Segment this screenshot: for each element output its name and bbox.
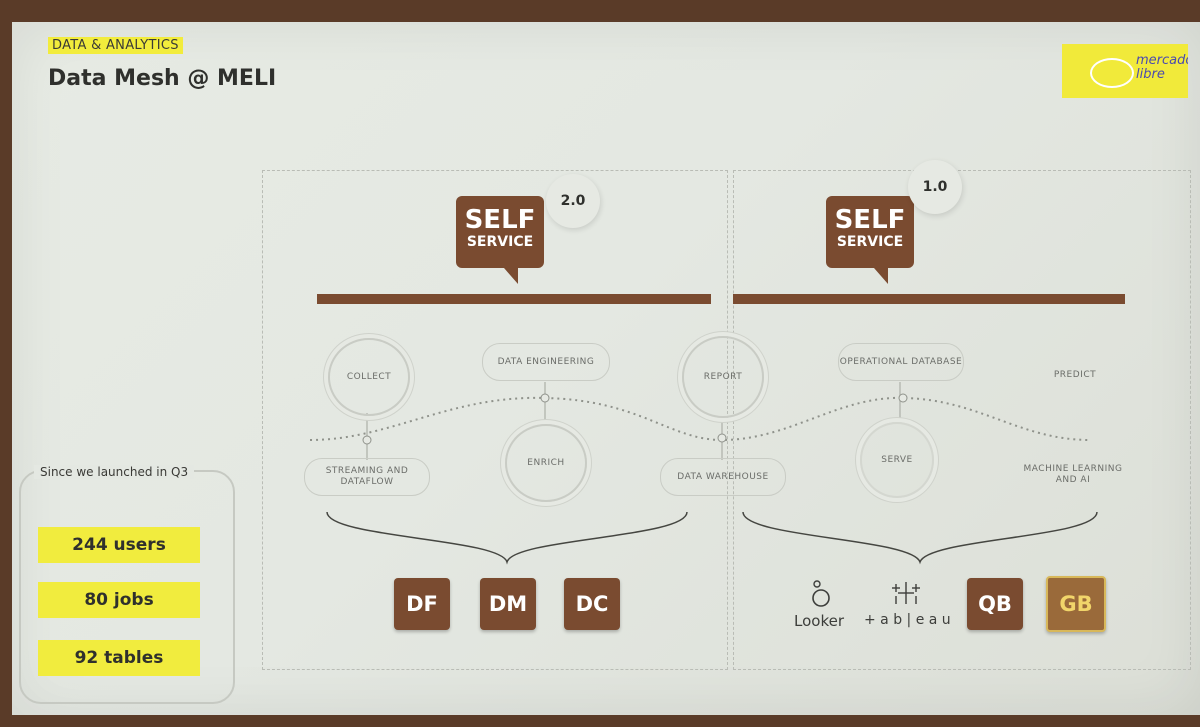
stats-heading: Since we launched in Q3 [34,465,195,479]
panel-self-service-1 [733,170,1191,670]
stat-jobs: 80 jobs [38,582,200,618]
logo-text: mercado libre [1136,54,1188,82]
self-service-1-line2: SERVICE [836,234,904,250]
stat-users: 244 users [38,527,200,563]
self-service-2-bubble: SELF SERVICE [456,196,544,284]
tool-dc: DC [564,578,620,630]
version-1-badge: 1.0 [908,160,962,214]
tool-df: DF [394,578,450,630]
tool-gb: GB [1046,576,1106,632]
node-collect: COLLECT [328,338,410,416]
self-service-1-bubble: SELF SERVICE [826,196,914,284]
node-enrich: ENRICH [505,424,587,502]
node-machine-learning: MACHINE LEARNING AND AI [1023,464,1123,485]
slide-title: Data Mesh @ MELI [48,66,277,91]
node-serve: SERVE [860,422,934,498]
tool-qb: QB [967,578,1023,630]
node-streaming: STREAMING AND DATAFLOW [304,458,430,496]
node-report: REPORT [682,336,764,418]
tool-dm: DM [480,578,536,630]
mercado-libre-logo: mercado libre [1062,44,1188,98]
self-service-2-line1: SELF [464,205,536,235]
panel-self-service-2 [262,170,728,670]
stat-tables: 92 tables [38,640,200,676]
handshake-icon [1090,58,1134,88]
tableau-label: + a b | e a u [864,612,951,628]
divider-bar-left [317,294,711,304]
self-service-1-line1: SELF [834,205,906,235]
node-operational-database: OPERATIONAL DATABASE [838,343,964,381]
node-data-engineering: DATA ENGINEERING [482,343,610,381]
version-2-badge: 2.0 [546,174,600,228]
looker-label: Looker [794,612,844,630]
node-predict: PREDICT [1053,370,1097,380]
node-data-warehouse: DATA WAREHOUSE [660,458,786,496]
section-tag: DATA & ANALYTICS [48,37,183,54]
self-service-2-line2: SERVICE [466,234,534,250]
divider-bar-right [733,294,1125,304]
